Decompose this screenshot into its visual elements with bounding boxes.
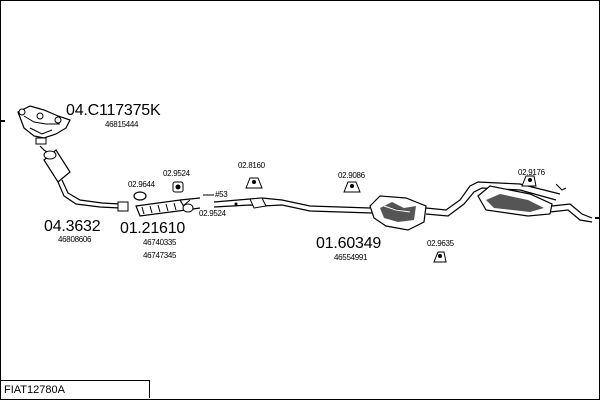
hanger-3-code: 02.9635: [427, 239, 454, 248]
gasket-part[interactable]: [133, 191, 147, 201]
hanger-2-code: 02.9086: [338, 171, 365, 180]
flexpipe-ref-2: 46747345: [143, 251, 177, 260]
flexpipe-ref-1: 46740335: [143, 238, 177, 247]
hanger-2-part[interactable]: [343, 181, 361, 193]
center-pipe-part[interactable]: [213, 197, 373, 214]
hanger-3-part[interactable]: [433, 251, 447, 263]
rear-section-ref: 46554991: [334, 253, 368, 262]
downpipe-ref: 46808606: [58, 235, 92, 244]
manifold-part[interactable]: [17, 105, 71, 145]
hanger-4-code: 02.9176: [518, 168, 545, 177]
mount-front-part[interactable]: [172, 181, 184, 193]
gasket-code: 02.9644: [128, 180, 155, 189]
marker-label: #53: [215, 190, 228, 199]
manifold-code: 04.C117375K: [66, 102, 161, 119]
hanger-1-code: 02.8160: [238, 161, 265, 170]
clamp-part[interactable]: [182, 199, 194, 213]
downpipe-code: 04.3632: [44, 218, 101, 235]
clamp-code: 02.9524: [199, 209, 226, 218]
downpipe-part[interactable]: [39, 145, 129, 212]
rear-section-part[interactable]: [369, 181, 593, 231]
flexpipe-code: 01.21610: [120, 220, 186, 237]
mount-front-code: 02.9524: [163, 169, 190, 178]
hanger-4-part[interactable]: [521, 175, 567, 191]
diagram-caption: FIAT12780A: [0, 380, 150, 398]
rear-section-code: 01.60349: [316, 235, 382, 252]
manifold-ref: 46815444: [105, 120, 139, 129]
hanger-1-part[interactable]: [245, 177, 263, 189]
